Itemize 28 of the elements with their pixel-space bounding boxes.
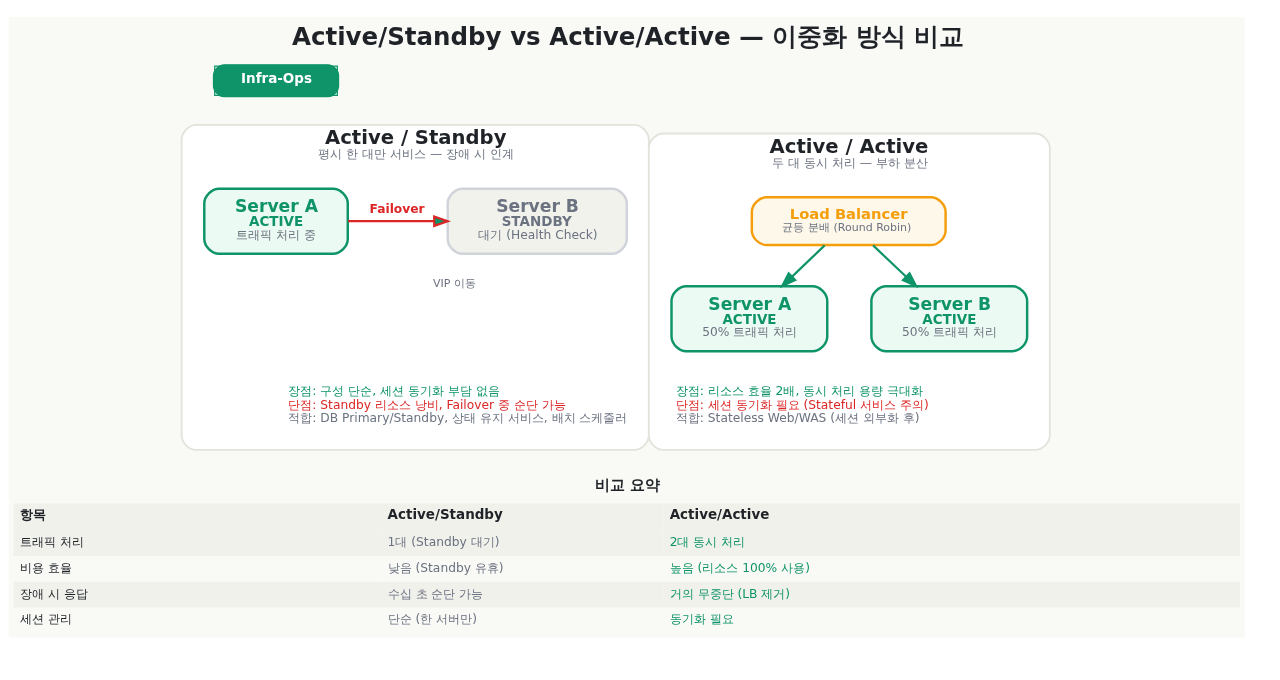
label: 동기화 필요 — [669, 611, 734, 626]
label: 장애 시 응답 — [19, 586, 88, 601]
diagram-title: Active/Standby vs Active/Active — 이중화 방식 비교 — [291, 21, 965, 51]
label: 세션 관리 — [19, 611, 72, 626]
node-box: Server B ACTIVE 50% 트래픽 처리 — [870, 284, 1029, 352]
label: Infra-Ops — [241, 69, 312, 86]
label: 1대 (Standby 대기) — [387, 534, 500, 549]
node-box: Server B STANDBY 대기 (Health Check) — [446, 186, 628, 255]
label: 낮음 (Standby 유휴) — [387, 560, 504, 575]
node-box: Load Balancer 균등 분배 (Round Robin) — [750, 195, 947, 246]
arrow — [872, 244, 919, 288]
label: 단순 (한 서버만) — [387, 611, 477, 626]
label: 높음 (리소스 100% 사용) — [669, 560, 810, 575]
arrow — [779, 244, 826, 288]
label: 항목 — [19, 505, 46, 522]
label: 거의 무중단 (LB 제거) — [669, 586, 791, 601]
arrow — [348, 214, 452, 227]
node-box: Server A ACTIVE 50% 트래픽 처리 — [670, 284, 829, 352]
label: Active/Standby — [387, 505, 503, 522]
label: 수십 초 순단 가능 — [387, 586, 484, 601]
edge-label: Failover — [369, 201, 425, 216]
label: Active/Active — [669, 505, 770, 522]
label: VIP 이동 — [433, 276, 476, 290]
label: 비교 요약 — [594, 475, 660, 493]
node-box: Server A ACTIVE 트래픽 처리 중 — [203, 186, 349, 255]
label: 트래픽 처리 — [19, 534, 84, 549]
label: 비용 효율 — [19, 560, 72, 575]
label: 2대 동시 처리 — [669, 534, 746, 549]
